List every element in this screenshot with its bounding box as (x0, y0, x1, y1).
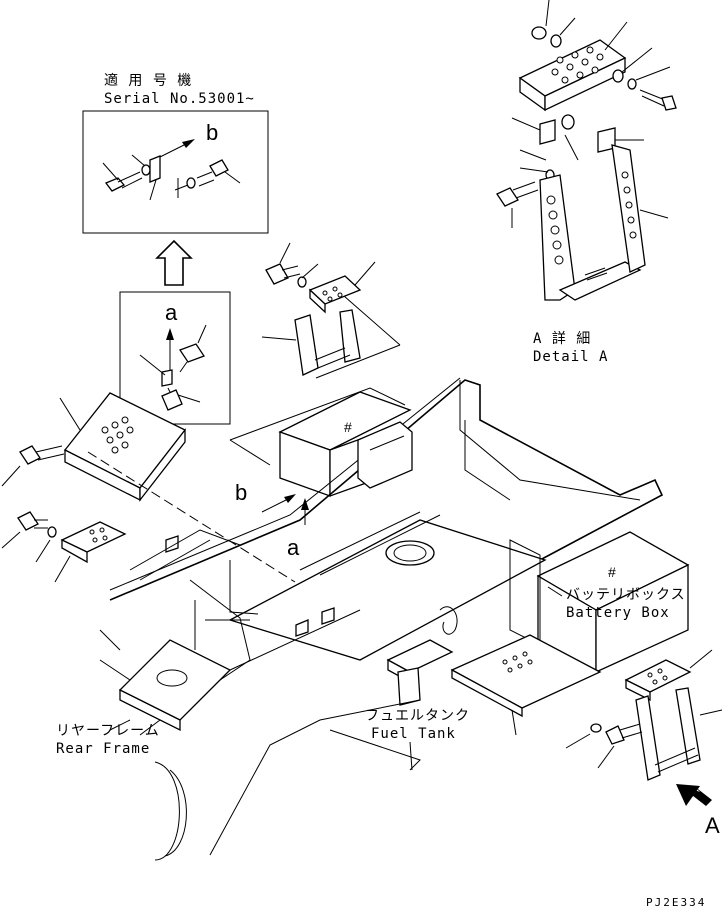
step-assembly-middle (261, 242, 401, 379)
inset-letter-b: b (206, 120, 218, 145)
fuel-label-en: Fuel Tank (371, 726, 456, 742)
rear-frame-label-en: Rear Frame (56, 741, 150, 757)
battery-label-en: Battery Box (566, 605, 670, 621)
serial-label-en: Serial No.53001~ (104, 91, 255, 107)
serial-label-jp: 適 用 号 機 (104, 72, 192, 89)
battery-label-jp: バッテリボックス (566, 587, 686, 603)
hollow-up-arrow (155, 239, 193, 286)
inset-bolt-right (174, 159, 241, 198)
chassis-letter-b: b (235, 480, 247, 505)
detail-ladder-left (539, 174, 576, 301)
detail-label-jp: A 詳 細 (533, 331, 591, 347)
view-a-letter: a (165, 300, 178, 325)
detail-ladder-right (611, 144, 646, 273)
detail-label-en: Detail A (533, 349, 608, 365)
dashed-guide-a (87, 451, 296, 583)
left-step-plate (1, 392, 296, 583)
inset-frame (82, 110, 269, 234)
view-a-frame (119, 291, 231, 425)
view-a-big-letter: A (705, 813, 720, 838)
serial-inset: 適 用 号 機 Serial No.53001~ b (82, 72, 269, 234)
svg-text:#: # (344, 419, 352, 435)
right-step-ladder: A (565, 649, 723, 838)
detail-nut-1 (531, 26, 547, 40)
inset-arrow-b (159, 142, 189, 158)
detail-a: A 詳 細 Detail A (496, 0, 677, 365)
fuel-label-jp: フュエルタンク (365, 708, 470, 724)
inset-bolt-left (102, 154, 161, 201)
view-a-box: a (119, 291, 231, 425)
svg-text:#: # (608, 564, 616, 580)
chassis-letter-a: a (287, 535, 300, 560)
rear-frame-label-jp: リヤーフレーム (56, 723, 160, 739)
main-frame: # b a # (99, 377, 690, 861)
drawing-code: PJ2E334 (646, 896, 706, 909)
